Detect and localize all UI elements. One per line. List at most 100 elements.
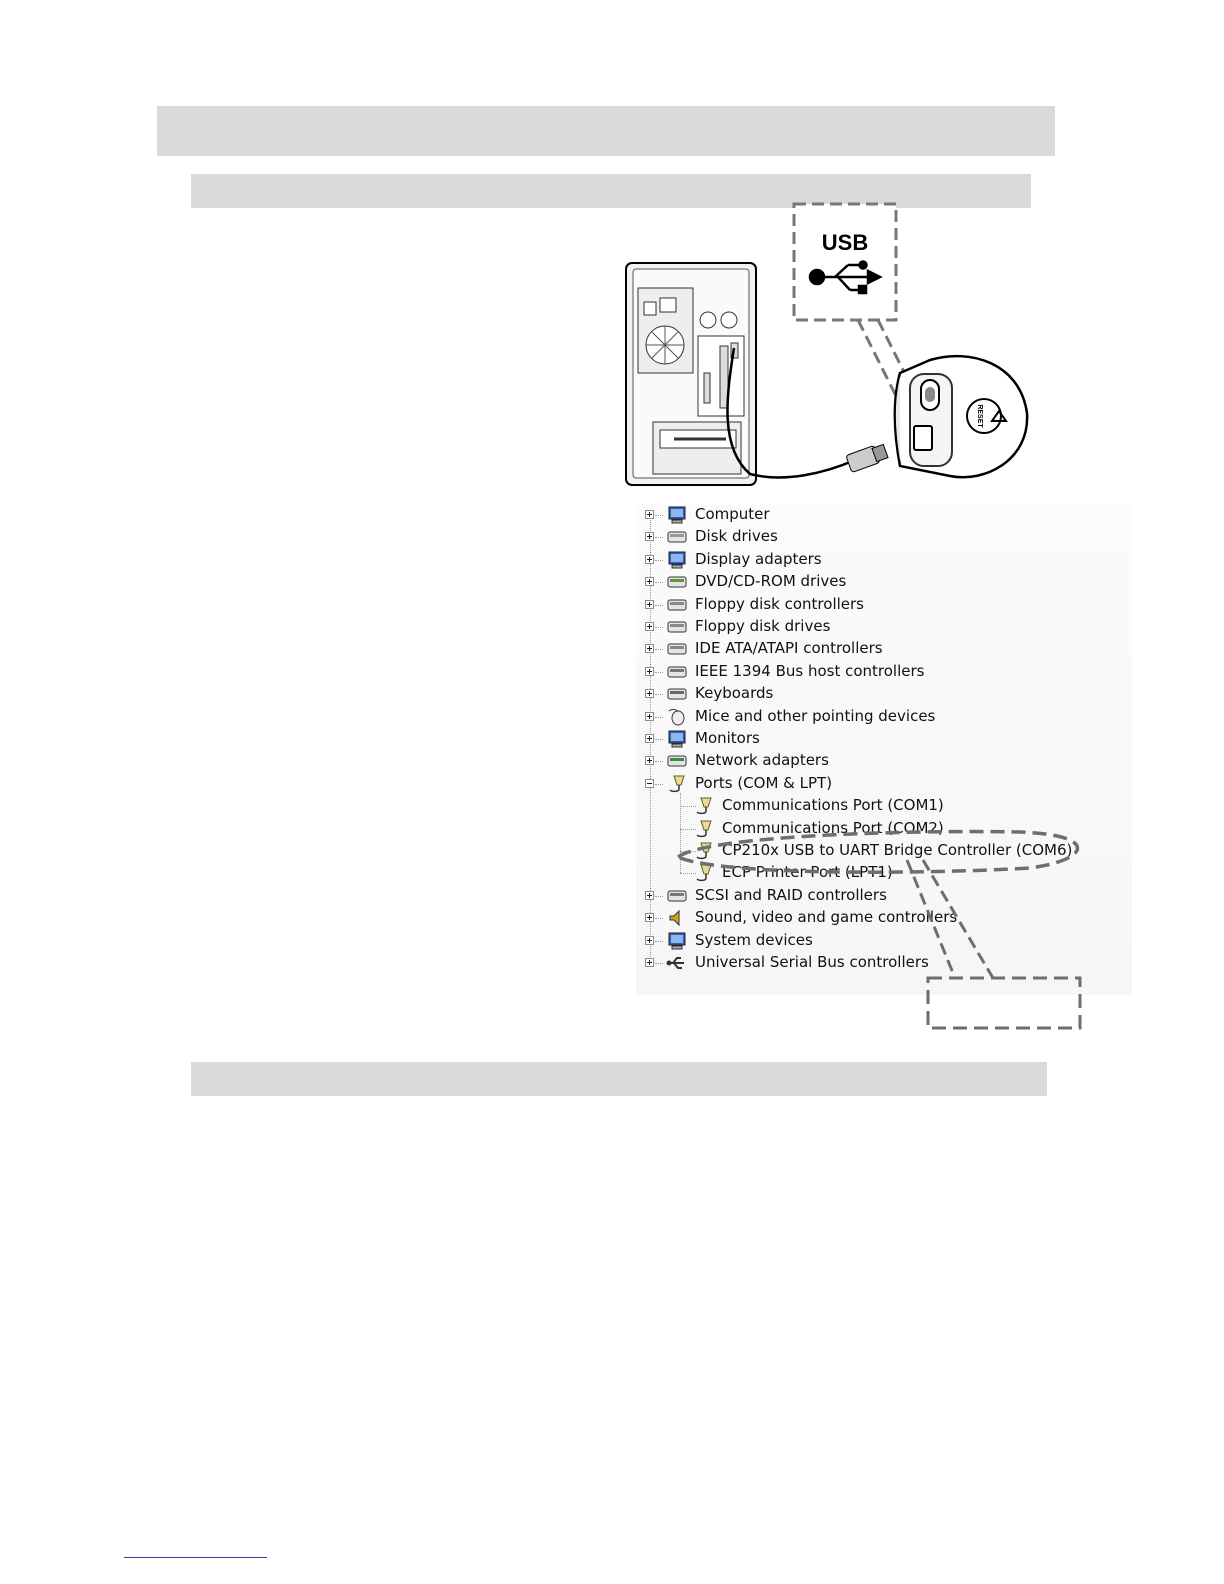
port-icon (696, 797, 712, 815)
tree-connector (655, 537, 663, 539)
tree-connector (655, 918, 663, 920)
tree-item-label: Keyboards (695, 684, 774, 703)
tree-connector (655, 671, 663, 673)
tree-item-port[interactable]: CP210x USB to UART Bridge Controller (CO… (636, 840, 1132, 862)
display-adapter-icon (668, 551, 686, 569)
usb-symbol-icon (808, 260, 883, 295)
tree-item-label: Communications Port (COM2) (722, 818, 944, 837)
expand-toggle-icon[interactable] (645, 734, 654, 743)
tree-connector (655, 582, 663, 584)
tree-connector (655, 627, 663, 628)
tree-category[interactable]: Sound, video and game controllers (636, 907, 1132, 929)
tree-item-label: Display adapters (695, 549, 822, 568)
tree-category[interactable]: Monitors (636, 728, 1132, 750)
header-bar (157, 106, 1055, 156)
tree-item-label: IEEE 1394 Bus host controllers (695, 661, 925, 680)
tree-item-label: Sound, video and game controllers (695, 908, 958, 927)
tree-connector (655, 895, 663, 897)
computer-icon (668, 506, 686, 524)
tree-category[interactable]: IEEE 1394 Bus host controllers (636, 661, 1132, 683)
tree-item-label: Ports (COM & LPT) (695, 773, 833, 792)
system-device-icon (668, 932, 686, 950)
tree-item-port[interactable]: ECP Printer Port (LPT1) (636, 862, 1132, 884)
tree-category[interactable]: Floppy disk controllers (636, 594, 1132, 616)
section-heading-bar-2 (191, 1062, 1047, 1096)
port-icon (669, 775, 685, 792)
usb-plug (846, 443, 889, 473)
footer-link-underline (124, 1557, 267, 1558)
tree-category[interactable]: Network adapters (636, 750, 1132, 772)
tree-category[interactable]: Display adapters (636, 549, 1132, 571)
expand-toggle-icon[interactable] (645, 554, 654, 564)
tree-item-label: DVD/CD-ROM drives (695, 572, 847, 591)
tree-connector (655, 515, 663, 516)
tree-item-label: Communications Port (COM1) (722, 796, 944, 815)
reset-label: RESET (976, 404, 983, 428)
expand-toggle-icon[interactable] (645, 666, 654, 676)
tree-category[interactable]: DVD/CD-ROM drives (636, 571, 1132, 593)
tree-category[interactable]: System devices (636, 930, 1132, 952)
port-icon (696, 820, 712, 837)
tree-connector (655, 604, 663, 606)
keyboard-icon (667, 688, 687, 700)
tree-item-label: Network adapters (695, 751, 829, 770)
tree-category[interactable]: SCSI and RAID controllers (636, 885, 1132, 907)
tree-item-port[interactable]: Communications Port (COM2) (636, 818, 1132, 840)
tree-connector (655, 649, 663, 651)
expand-toggle-icon[interactable] (645, 711, 654, 721)
tree-connector (655, 963, 663, 964)
expand-toggle-icon[interactable] (645, 622, 654, 631)
tree-category[interactable]: Disk drives (636, 526, 1132, 548)
port-icon (696, 864, 712, 882)
pc-tower (625, 262, 757, 486)
tree-category[interactable]: IDE ATA/ATAPI controllers (636, 638, 1132, 660)
ieee1394-icon (667, 666, 687, 678)
expand-toggle-icon[interactable] (645, 689, 654, 699)
expand-toggle-icon[interactable] (645, 935, 654, 945)
dvd-drive-icon (667, 576, 687, 588)
tree-item-label: Computer (695, 505, 770, 523)
expand-toggle-icon[interactable] (645, 510, 654, 519)
expand-toggle-icon[interactable] (645, 577, 654, 587)
tree-category[interactable]: Mice and other pointing devices (636, 706, 1132, 728)
tree-item-label: Mice and other pointing devices (695, 706, 936, 725)
tree-category[interactable]: Universal Serial Bus controllers (636, 952, 1132, 974)
tree-category[interactable]: Keyboards (636, 683, 1132, 705)
port-icon (696, 842, 712, 860)
tree-connector (680, 806, 696, 808)
tree-category[interactable]: Ports (COM & LPT) (636, 773, 1132, 795)
expand-toggle-icon[interactable] (645, 599, 654, 609)
tree-connector (655, 716, 663, 718)
tree-category[interactable]: Floppy disk drives (636, 616, 1132, 638)
tree-connector (655, 739, 663, 740)
disk-drive-icon (667, 531, 687, 543)
usb-controller-icon (666, 957, 684, 969)
tree-item-port[interactable]: Communications Port (COM1) (636, 795, 1132, 817)
floppy-controller-icon (667, 599, 687, 611)
scsi-controller-icon (667, 890, 687, 902)
tree-item-label: IDE ATA/ATAPI controllers (695, 639, 883, 658)
tree-connector (680, 828, 696, 830)
expand-toggle-icon[interactable] (645, 890, 654, 900)
tree-connector (655, 761, 663, 763)
mouse-icon (668, 708, 685, 726)
tree-item-label: ECP Printer Port (LPT1) (722, 863, 893, 882)
expand-toggle-icon[interactable] (645, 644, 654, 654)
tree-connector (655, 783, 663, 785)
usb-connection-illustration: USB RESET (625, 202, 1029, 486)
usb-label: USB (822, 230, 868, 255)
tree-connector (655, 559, 663, 561)
ide-controller-icon (667, 643, 687, 655)
expand-toggle-icon[interactable] (645, 532, 654, 542)
expand-toggle-icon[interactable] (645, 958, 654, 967)
tree-item-label: Monitors (695, 729, 760, 747)
tree-connector (655, 694, 663, 696)
tree-category[interactable]: Computer (636, 504, 1132, 526)
tree-item-label: SCSI and RAID controllers (695, 885, 887, 904)
expand-toggle-icon[interactable] (645, 913, 654, 923)
expand-toggle-icon[interactable] (645, 756, 654, 766)
usb-cable (726, 347, 856, 479)
collapse-toggle-icon[interactable] (645, 778, 654, 788)
network-adapter-icon (667, 755, 687, 767)
